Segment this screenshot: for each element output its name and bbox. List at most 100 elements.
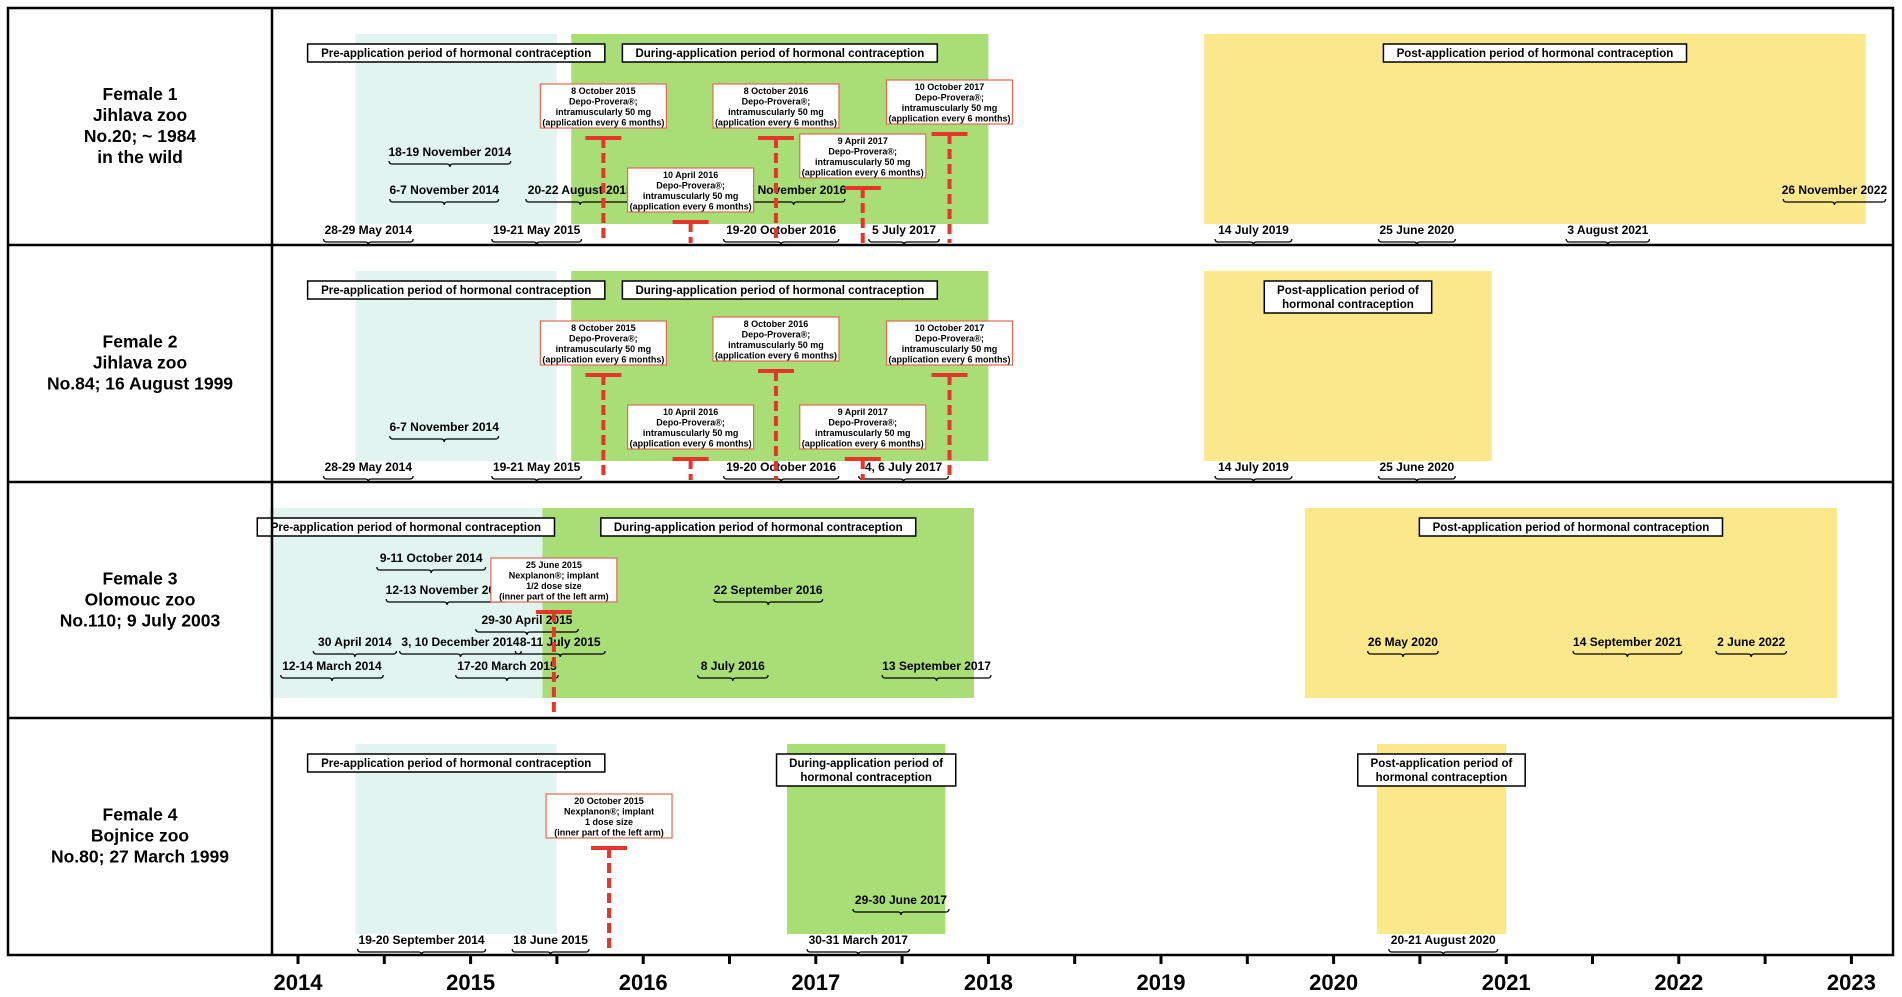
pre-period-rect	[355, 271, 557, 461]
event-date-label: 29-30 April 2015	[482, 613, 573, 627]
row-female-3: Pre-application period of hormonal contr…	[60, 508, 1838, 717]
injection-box	[712, 316, 840, 362]
event-date-label: 19-21 May 2015	[493, 460, 581, 474]
event-bracket	[1572, 650, 1683, 658]
post-period-rect	[1304, 508, 1838, 698]
year-tick-label: 2018	[964, 970, 1013, 995]
injection-box	[885, 79, 1014, 125]
pre-period-title: Pre-application period of hormonal contr…	[271, 522, 541, 534]
event-bracket	[514, 650, 606, 658]
event-date-label: 8 July 2016	[701, 659, 765, 673]
event-bracket	[389, 198, 500, 206]
injection-box-text: Depo-Provera®;	[569, 97, 638, 107]
injection-box-text: Nexplanon®; implant	[564, 807, 654, 817]
injection-box-text: intramuscularly 50 mg	[556, 107, 652, 117]
row-female-1: Pre-application period of hormonal contr…	[84, 34, 1887, 246]
injection-box-text: Depo-Provera®;	[656, 418, 725, 428]
during-period-title: During-application period of hormonal co…	[614, 522, 903, 534]
event-bracket	[475, 628, 579, 636]
injection-box-text: 8 October 2016	[744, 86, 809, 96]
event-date-label: 29-30 June 2017	[855, 893, 947, 907]
injection-box-text: (application every 6 months)	[542, 355, 664, 365]
event-date-label: 30-31 March 2017	[809, 933, 909, 947]
injection-box-text: 1/2 dose size	[526, 581, 582, 591]
injection-box-text: intramuscularly 50 mg	[815, 157, 911, 167]
year-tick-label: 2014	[274, 970, 324, 995]
injection-box	[799, 133, 927, 179]
female-label: No.110; 9 July 2003	[60, 611, 221, 631]
during-period-rect	[542, 508, 975, 698]
during-period-title: During-application period of	[789, 758, 943, 770]
female-label: Female 4	[103, 805, 178, 825]
post-period-title: Post-application period of hormonal cont…	[1397, 48, 1674, 60]
event-date-label: 3, 10 December 2014	[401, 635, 519, 649]
event-date-label: 14 July 2019	[1218, 223, 1289, 237]
event-date-label: 15 November 2016	[741, 183, 847, 197]
injection-box-text: 8 October 2015	[571, 86, 636, 96]
event-date-label: 9-11 October 2014	[380, 551, 483, 565]
event-date-label: 5 July 2017	[872, 223, 936, 237]
event-bracket	[1367, 650, 1439, 658]
injection-box-text: Depo-Provera®;	[828, 418, 897, 428]
injection-box-text: (application every 6 months)	[630, 202, 752, 212]
year-tick-label: 2021	[1482, 970, 1531, 995]
during-period-title-box	[600, 517, 917, 537]
event-date-label: 8-11 July 2015	[520, 635, 601, 649]
pre-period-title-box	[306, 280, 606, 300]
injection-box-text: 10 April 2016	[663, 407, 718, 417]
event-date-label: 3 August 2021	[1567, 223, 1648, 237]
female-label: No.80; 27 March 1999	[51, 847, 229, 867]
injection-box-text: intramuscularly 50 mg	[902, 103, 998, 113]
event-bracket	[455, 674, 559, 682]
injection-box-text: Depo-Provera®;	[656, 181, 725, 191]
year-tick-label: 2015	[446, 970, 495, 995]
event-bracket	[280, 674, 384, 682]
injection-box-text: 25 June 2015	[526, 560, 582, 570]
injection-box-text: (application every 6 months)	[630, 439, 752, 449]
female-label: Jihlava zoo	[93, 353, 187, 373]
injection-box-text: intramuscularly 50 mg	[815, 428, 911, 438]
injection-box-text: 10 October 2017	[915, 323, 985, 333]
during-period-title-box	[775, 753, 957, 787]
injection-box	[545, 793, 673, 839]
event-date-label: 19-20 September 2014	[359, 933, 485, 947]
during-period-title: During-application period of hormonal co…	[635, 285, 924, 297]
pre-period-title: Pre-application period of hormonal contr…	[321, 285, 591, 297]
post-period-title: hormonal contraception	[1282, 299, 1414, 311]
injection-box	[627, 404, 755, 450]
year-tick-label: 2017	[791, 970, 840, 995]
injection-box-text: 20 October 2015	[574, 796, 644, 806]
event-bracket	[696, 674, 769, 682]
event-date-label: 6-7 November 2014	[389, 183, 499, 197]
female-label: in the wild	[97, 147, 183, 167]
injection-box	[539, 83, 667, 129]
post-period-title: Post-application period of	[1277, 285, 1419, 297]
female-label: Female 3	[103, 569, 178, 589]
pre-period-title: Pre-application period of hormonal contr…	[321, 48, 591, 60]
event-date-label: 13 September 2017	[882, 659, 991, 673]
post-period-title: hormonal contraception	[1376, 772, 1508, 784]
injection-box-text: intramuscularly 50 mg	[902, 344, 998, 354]
during-period-title: During-application period of hormonal co…	[635, 48, 924, 60]
injection-box-text: Depo-Provera®;	[828, 147, 897, 157]
event-bracket	[713, 598, 824, 606]
injection-box-text: (inner part of the left arm)	[554, 828, 664, 838]
injection-box-text: intramuscularly 50 mg	[643, 191, 739, 201]
event-date-label: 4, 6 July 2017	[865, 460, 943, 474]
injection-box-text: 10 April 2016	[663, 170, 718, 180]
event-bracket	[312, 650, 398, 658]
injection-box-text: intramuscularly 50 mg	[556, 344, 652, 354]
pre-period-title-box	[306, 43, 606, 63]
injection-box-text: Depo-Provera®;	[742, 97, 811, 107]
event-date-label: 6-7 November 2014	[389, 420, 499, 434]
year-tick-label: 2020	[1309, 970, 1358, 995]
event-date-label: 28-29 May 2014	[325, 460, 413, 474]
event-date-label: 20-21 August 2020	[1391, 933, 1496, 947]
injection-box-text: (application every 6 months)	[888, 355, 1010, 365]
female-label: Olomouc zoo	[85, 590, 196, 610]
injection-box-text: (application every 6 months)	[888, 114, 1010, 124]
pre-period-title-box	[306, 753, 606, 773]
event-date-label: 28-29 May 2014	[325, 223, 413, 237]
injection-box-text: 8 October 2016	[744, 319, 809, 329]
